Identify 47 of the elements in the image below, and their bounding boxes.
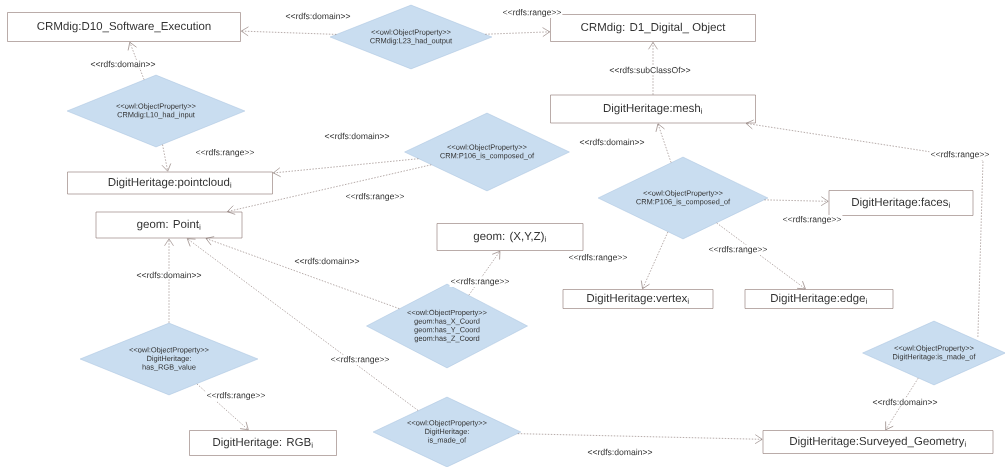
edge-label: <<rdfs:domain>> — [871, 397, 939, 407]
class-box: geom: (X,Y,Z)$_{i}$ — [436, 223, 584, 251]
class-box: DigitHeritage:pointcloud$_{i}$ — [67, 171, 273, 195]
arrow — [205, 236, 400, 309]
arrow — [227, 164, 432, 215]
class-box: CRMdig: D1_Digital_ Object — [550, 14, 756, 42]
arrow — [641, 231, 669, 289]
edge-label: <<rdfs:domain>> — [135, 270, 203, 280]
class-box: DigitHeritage:mesh$_{i}$ — [550, 94, 756, 124]
edge-label: <<rdfs:range>> — [707, 245, 769, 255]
arrow — [164, 238, 174, 324]
edge-label: <<rdfs:range>> — [929, 150, 991, 160]
edge-label: <<rdfs:domain>> — [323, 131, 391, 141]
arrow — [161, 144, 172, 172]
arrow — [127, 42, 145, 80]
arrow — [273, 158, 419, 177]
arrow — [485, 27, 550, 37]
edge-label: <<rdfs:domain>> — [578, 137, 646, 147]
class-box: CRMdig:D10_Software_Execution — [7, 12, 241, 42]
edge-label: <<rdfs:domain>> — [293, 256, 361, 266]
edge-label: <<rdfs:range>> — [501, 8, 563, 18]
arrow — [186, 238, 419, 411]
arrow — [885, 377, 919, 431]
arrow — [764, 196, 829, 206]
arrow — [655, 123, 672, 163]
edge-label: <<rdfs:range>> — [344, 192, 406, 202]
arrow — [196, 383, 249, 431]
arrow — [745, 119, 984, 338]
class-box: DigitHeritage:Surveyed_Geometry$_{i}$ — [762, 430, 994, 454]
arrow — [716, 222, 806, 290]
class-box: DigitHeritage:vertex$_{i}$ — [562, 289, 714, 309]
arrow — [648, 42, 658, 95]
edge-label: <<rdfs:subClassOf>> — [608, 65, 692, 75]
class-box: geom: Point$_{i}$ — [95, 211, 243, 239]
edge-label: <<rdfs:range>> — [449, 277, 511, 287]
edge-label: <<rdfs:range>> — [567, 253, 629, 263]
edge-label: <<rdfs:range>> — [329, 355, 391, 365]
edge-label: <<rdfs:range>> — [781, 215, 843, 225]
class-box: DigitHeritage: RGB$_{i}$ — [189, 430, 337, 456]
arrow — [241, 26, 337, 37]
edge-label: <<rdfs:range>> — [205, 391, 267, 401]
edge-label: <<rdfs:domain>> — [89, 59, 157, 69]
arrow — [468, 250, 501, 296]
edge-label: <<rdfs:range>> — [194, 148, 256, 158]
arrow — [517, 433, 763, 444]
edge-label: <<rdfs:domain>> — [586, 447, 654, 457]
class-box: DigitHeritage:edge$_{i}$ — [744, 289, 894, 309]
